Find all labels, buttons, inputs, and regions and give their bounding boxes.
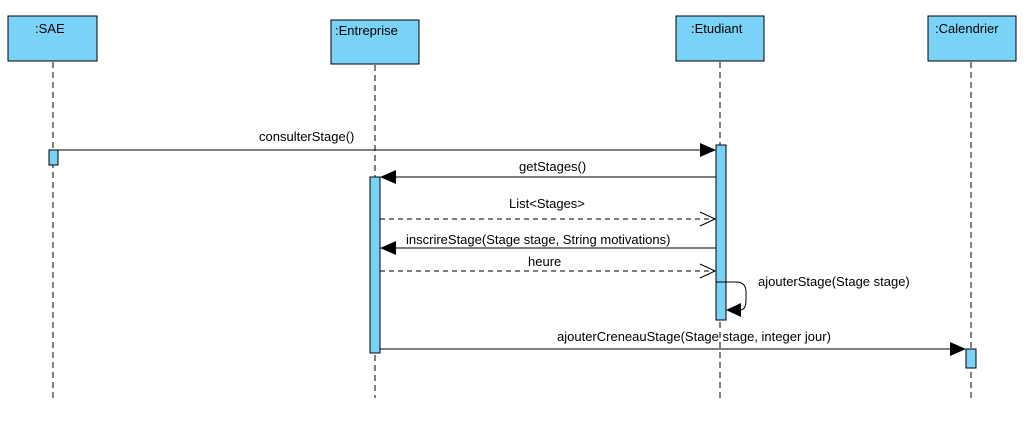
participant-calendrier[interactable]: :Calendrier bbox=[927, 15, 1017, 62]
message-consulter-stage: consulterStage() bbox=[58, 129, 716, 157]
participant-sae[interactable]: :SAE bbox=[7, 15, 98, 62]
participant-label: :Etudiant bbox=[691, 21, 743, 36]
message-heure-return: heure bbox=[380, 254, 717, 279]
message-label: getStages() bbox=[519, 159, 586, 174]
participant-etudiant[interactable]: :Etudiant bbox=[675, 15, 765, 62]
participant-entreprise[interactable]: :Entreprise bbox=[330, 19, 420, 65]
message-get-stages: getStages() bbox=[380, 159, 716, 184]
message-label: List<Stages> bbox=[509, 196, 585, 211]
message-ajouter-creneau-stage: ajouterCreneauStage(Stage stage, integer… bbox=[380, 329, 966, 356]
message-label: consulterStage() bbox=[259, 129, 354, 144]
activation-entreprise bbox=[369, 176, 381, 354]
activation-calendrier bbox=[965, 348, 977, 369]
message-label: ajouterStage(Stage stage) bbox=[758, 274, 910, 289]
message-label: ajouterCreneauStage(Stage stage, integer… bbox=[557, 329, 831, 344]
message-list-stages-return: List<Stages> bbox=[380, 196, 717, 227]
participant-label: :Entreprise bbox=[335, 23, 398, 38]
activation-etudiant bbox=[715, 144, 727, 321]
message-ajouter-stage-self: ajouterStage(Stage stage) bbox=[716, 274, 910, 317]
message-label: heure bbox=[528, 254, 561, 269]
message-label: inscrireStage(Stage stage, String motiva… bbox=[406, 232, 670, 247]
activation-sae bbox=[48, 149, 59, 166]
participant-label: :SAE bbox=[35, 21, 65, 36]
message-inscrire-stage: inscrireStage(Stage stage, String motiva… bbox=[380, 232, 716, 255]
participant-label: :Calendrier bbox=[935, 21, 999, 36]
